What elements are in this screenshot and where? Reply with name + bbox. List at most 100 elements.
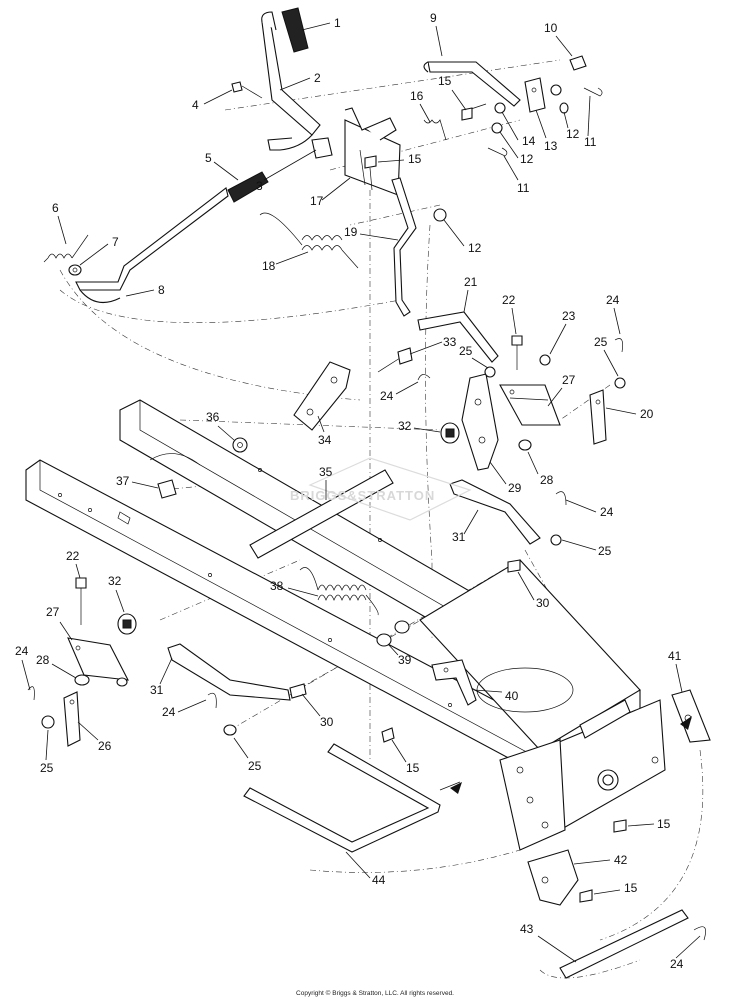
callout: 34 [318, 433, 332, 447]
callout-labels: 1 2 3 4 5 6 7 8 9 10 15 16 14 12 13 11 1… [15, 11, 701, 971]
callout: 22 [66, 549, 80, 563]
callout: 24 [162, 705, 176, 719]
rear-frame-plate [419, 559, 666, 851]
callout: 38 [270, 579, 284, 593]
bracket-17 [344, 107, 401, 196]
bolt-4 [231, 81, 263, 99]
callout: 26 [98, 739, 112, 753]
callout: 8 [158, 283, 165, 297]
callout: 42 [614, 853, 628, 867]
callout: 11 [584, 135, 597, 149]
bracket-34 [293, 361, 351, 431]
spring-18 [259, 212, 359, 269]
u-frame-44 [243, 743, 461, 853]
bracket-27-lower [67, 637, 129, 687]
callout: 12 [520, 152, 534, 166]
callout: 30 [536, 596, 550, 610]
callout: 25 [594, 335, 608, 349]
spring-6 [43, 234, 89, 263]
callout: 23 [562, 309, 576, 323]
svg-text:BRIGGS&STRATTON: BRIGGS&STRATTON [290, 488, 435, 503]
lift-lever [261, 7, 321, 151]
callout: 1 [334, 16, 341, 30]
callout: 11 [517, 181, 530, 195]
rod-21 [417, 311, 499, 363]
plate-29 [461, 373, 499, 471]
washer-25-lower [27, 686, 55, 729]
callout: 28 [36, 653, 50, 667]
bracket-40 [431, 659, 477, 706]
callout: 28 [540, 473, 554, 487]
bolt-33 [377, 347, 413, 373]
screw-15 [364, 107, 627, 903]
callout: 36 [206, 410, 220, 424]
callout: 31 [452, 530, 466, 544]
nut-39 [376, 620, 410, 647]
callout: 25 [459, 344, 473, 358]
callout: 27 [562, 373, 576, 387]
callout: 10 [544, 21, 558, 35]
callout: 25 [248, 759, 262, 773]
callout: 9 [430, 11, 437, 25]
callout: 4 [192, 98, 199, 112]
callout: 15 [657, 817, 671, 831]
top-hardware [423, 55, 603, 222]
link-31-upper [449, 479, 567, 573]
callout: 18 [262, 259, 276, 273]
washer-7 [68, 264, 82, 276]
callout: 30 [320, 715, 334, 729]
callout: 7 [112, 235, 119, 249]
callout: 15 [624, 881, 638, 895]
bolt-22-lower [75, 577, 87, 625]
callout: 12 [468, 241, 482, 255]
callout: 6 [52, 201, 59, 215]
callout: 24 [670, 957, 684, 971]
callout: 17 [310, 194, 324, 208]
callout: 21 [464, 275, 478, 289]
callout: 14 [522, 134, 536, 148]
callout: 24 [600, 505, 614, 519]
callout: 29 [508, 481, 522, 495]
spring-38 [299, 567, 379, 616]
callout: 2 [314, 71, 321, 85]
callout: 19 [344, 225, 358, 239]
callout: 40 [505, 689, 519, 703]
callout: 20 [640, 407, 654, 421]
callout: 44 [372, 873, 386, 887]
callout: 3 [256, 179, 263, 193]
callout: 32 [108, 574, 122, 588]
nut-37 [157, 479, 177, 499]
callout: 25 [40, 761, 54, 775]
rod-43 [559, 909, 706, 979]
callout: 39 [398, 653, 412, 667]
callout: 37 [116, 474, 130, 488]
hardware-22-23-25 [417, 335, 626, 451]
callout: 22 [502, 293, 516, 307]
bushing-32-upper [440, 422, 460, 444]
callout: 25 [598, 544, 612, 558]
callout: 24 [606, 293, 620, 307]
callout: 24 [380, 389, 394, 403]
callout: 15 [406, 761, 420, 775]
callout: 12 [566, 127, 580, 141]
nut-28-lower [74, 674, 90, 686]
bracket-41 [671, 689, 711, 743]
bushing-32-lower [117, 613, 137, 635]
callout: 15 [438, 74, 452, 88]
direction-arrows [450, 716, 692, 794]
callout: 43 [520, 922, 534, 936]
callout: 41 [668, 649, 682, 663]
callout: 13 [544, 139, 558, 153]
washer-36 [232, 437, 248, 453]
callout: 5 [205, 151, 212, 165]
bracket-27-upper [499, 384, 561, 426]
callout: 32 [398, 419, 412, 433]
link-31-lower [167, 643, 291, 701]
callout: 35 [319, 465, 333, 479]
callout: 15 [408, 152, 422, 166]
rod-9 [423, 61, 521, 107]
callout: 33 [443, 335, 457, 349]
callout: 16 [410, 89, 424, 103]
bracket-13 [524, 77, 546, 113]
